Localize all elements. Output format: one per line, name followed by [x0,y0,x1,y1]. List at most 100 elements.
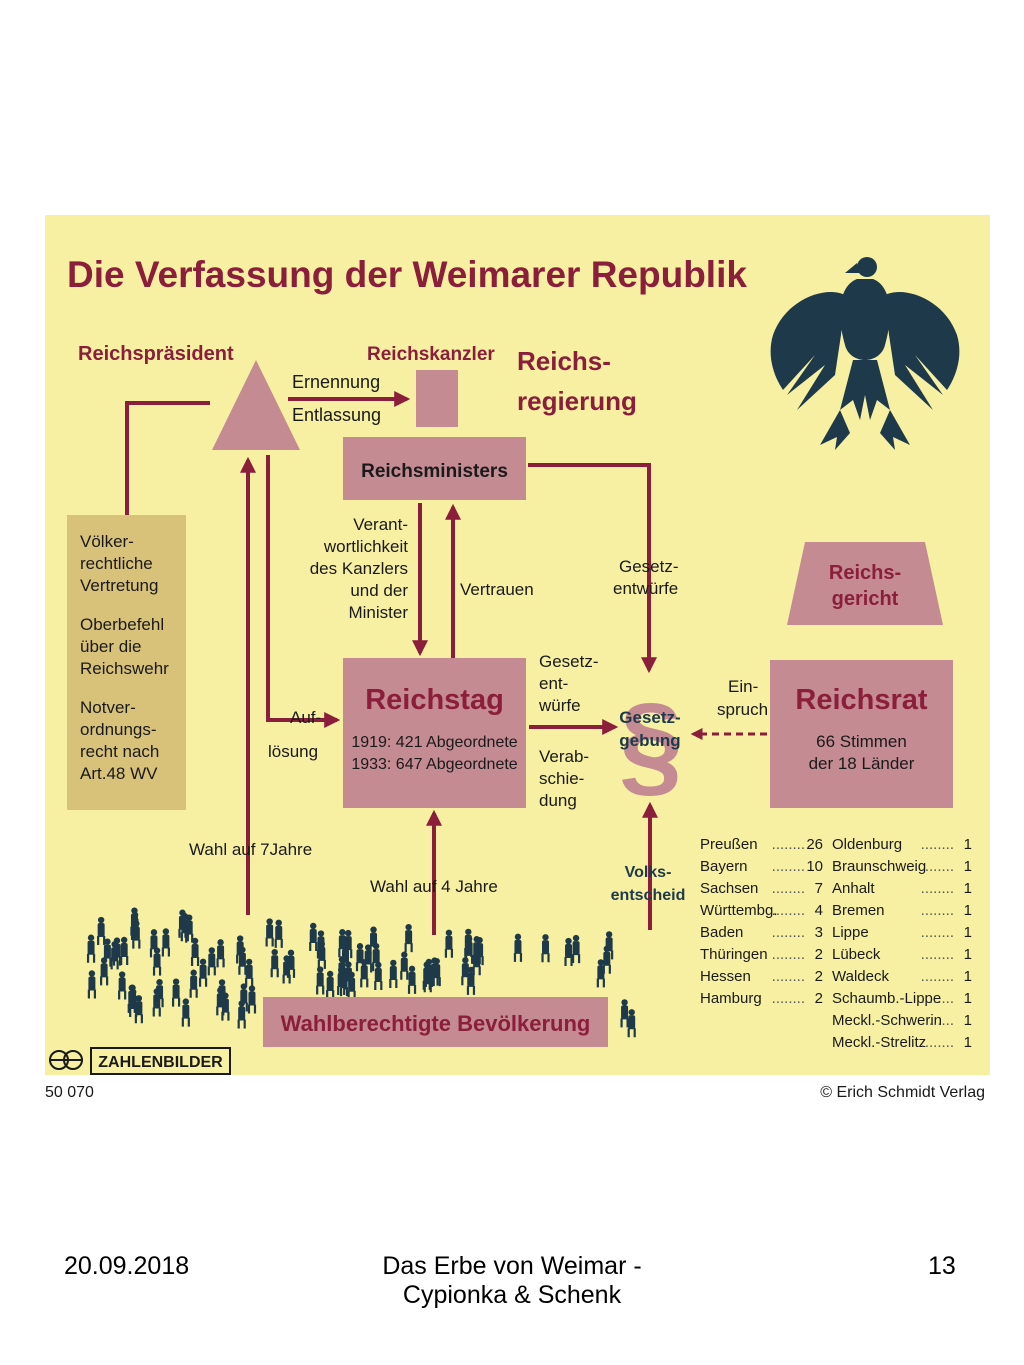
dismissal-label: Entlassung [292,405,381,425]
ministers-box [343,437,526,500]
person-icon [152,947,162,976]
state-left-leader-dots: ........ [772,902,805,919]
person-icon [181,998,190,1027]
state-left-votes: 7 [815,880,823,897]
state-right-leader-dots: ........ [921,924,954,941]
government-label-2: regierung [517,386,637,416]
state-left-votes: 2 [815,968,823,985]
zahlenbilder-logo: ZAHLENBILDER [49,1047,231,1075]
slide-footer-line-2: Cypionka & Schenk [402,1281,622,1309]
person-icon [152,988,161,1017]
referendum-text-1: Volks- [625,864,672,881]
powers-text-2: rechtliche [80,554,153,573]
state-right-votes: 1 [964,880,972,897]
state-right-leader-dots: ........ [921,990,954,1007]
powers-text-1: Völker- [80,532,134,551]
state-left-votes: 2 [815,946,823,963]
electorate-label: Wahlberechtigte Bevölkerung [281,1011,591,1036]
person-icon [207,947,216,976]
person-icon [282,955,291,984]
person-icon [132,920,141,949]
person-icon [475,936,484,966]
person-icon [97,916,106,946]
person-icon [100,957,109,986]
state-left-votes: 2 [815,990,823,1007]
drafts-mid-text-1: Gesetz- [539,652,599,671]
states-list-right: Oldenburg........1Braunschweig........1A… [832,836,972,1051]
person-icon [127,984,136,1013]
state-right-name: Meckl.-Schwerin [832,1012,942,1029]
state-right-name: Lübeck [832,946,881,963]
president-powers-connector [125,401,210,515]
person-icon [274,919,283,948]
powers-text-10: Art.48 WV [80,764,158,783]
state-right-votes: 1 [964,946,972,963]
reichsrat-votes-1: 66 Stimmen [816,732,907,751]
state-left-leader-dots: ........ [772,968,805,985]
state-left-leader-dots: ........ [772,946,805,963]
court-text-1: Reichs- [829,562,901,584]
dissolution-text-2: lösung [268,742,318,761]
publisher-logo-text: ZAHLENBILDER [98,1054,223,1071]
state-left-name: Bayern [700,858,748,875]
person-icon [337,956,347,985]
person-icon [465,935,474,964]
states-list-left: Preußen........26Bayern........10Sachsen… [700,836,823,1007]
person-icon [134,995,143,1024]
responsibility-text-2: wortlichkeit [323,537,408,556]
person-icon [247,985,257,1014]
state-left-name: Sachsen [700,880,758,897]
person-icon [338,929,347,958]
appointment-label: Ernennung [292,372,380,392]
electorate-box [263,997,608,1047]
person-icon [620,999,629,1028]
eagle-emblem-icon [770,257,960,450]
person-icon [374,961,383,990]
slide-footer-line-1: Das Erbe von Weimar - [382,1252,642,1280]
powers-text-6: Reichswehr [80,659,169,678]
person-icon [407,965,417,994]
reichsrat-votes-2: der 18 Länder [809,754,915,773]
state-left-leader-dots: ........ [772,924,805,941]
person-icon [389,959,398,988]
state-left-votes: 3 [815,924,823,941]
government-drafts-arrow [528,463,657,674]
state-left-leader-dots: ........ [772,836,805,853]
powers-text-5: über die [80,637,141,656]
state-left-name: Württembg. [700,902,778,919]
person-icon [87,970,96,999]
person-icon [86,934,96,963]
state-right-leader-dots: ........ [921,968,954,985]
powers-text-7: Notver- [80,698,136,717]
state-left-name: Hessen [700,968,751,985]
court-text-2: gericht [832,588,899,610]
government-label-1: Reichs- [517,346,611,376]
state-left-name: Preußen [700,836,758,853]
state-left-leader-dots: ........ [772,858,805,875]
state-right-votes: 1 [964,858,972,875]
person-icon [404,923,413,953]
state-right-leader-dots: ........ [921,946,954,963]
state-right-leader-dots: ........ [921,880,954,897]
adoption-text-1: Verab- [539,747,589,766]
state-right-votes: 1 [964,968,972,985]
chancellor-box [416,370,458,427]
state-right-votes: 1 [964,1012,972,1029]
drafts-mid-text-3: würfe [538,696,581,715]
responsibility-text-4: und der [350,581,408,600]
state-right-leader-dots: ........ [921,1034,954,1051]
state-right-name: Waldeck [832,968,889,985]
person-icon [369,926,378,955]
slide-footer-title: Das Erbe von Weimar - Cypionka & Schenk [0,1252,1024,1310]
reichsrat-box [770,660,953,808]
state-left-name: Thüringen [700,946,768,963]
person-icon [364,944,373,973]
person-icon [344,929,353,959]
chart-number: 50 070 [45,1084,94,1101]
person-icon [245,958,254,987]
person-icon [564,937,573,967]
person-icon [120,936,129,965]
state-right-name: Bremen [832,902,885,919]
legislation-text-1: Gesetz- [619,708,680,727]
person-icon [198,958,208,987]
